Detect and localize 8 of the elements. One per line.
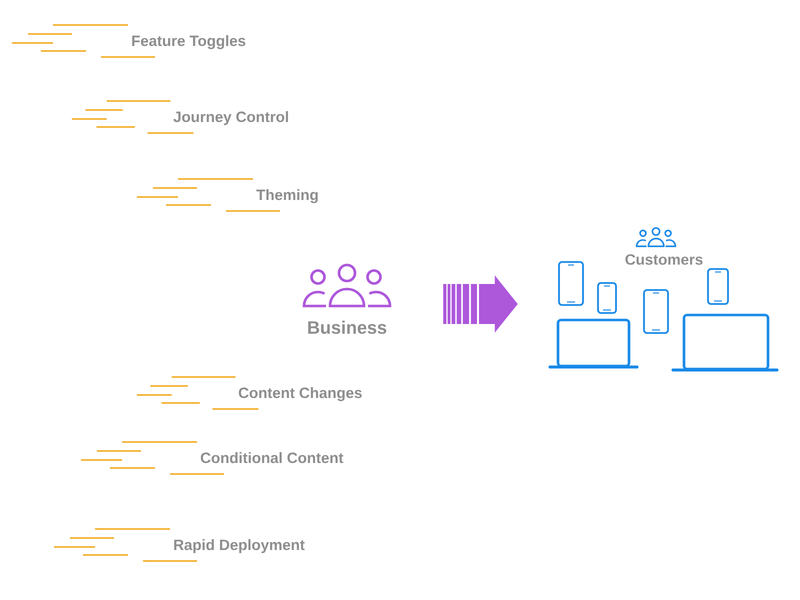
feature-label: Feature Toggles	[132, 35, 246, 50]
feature-label: Journey Control	[173, 111, 288, 126]
group-label: Customers	[625, 254, 703, 265]
feature-label: Theming	[256, 189, 318, 204]
feature-label: Conditional Content	[200, 452, 344, 464]
group-label: Business	[308, 320, 386, 334]
feature-label: Rapid Deployment	[174, 539, 305, 554]
feature-label: Content Changes	[238, 387, 362, 402]
